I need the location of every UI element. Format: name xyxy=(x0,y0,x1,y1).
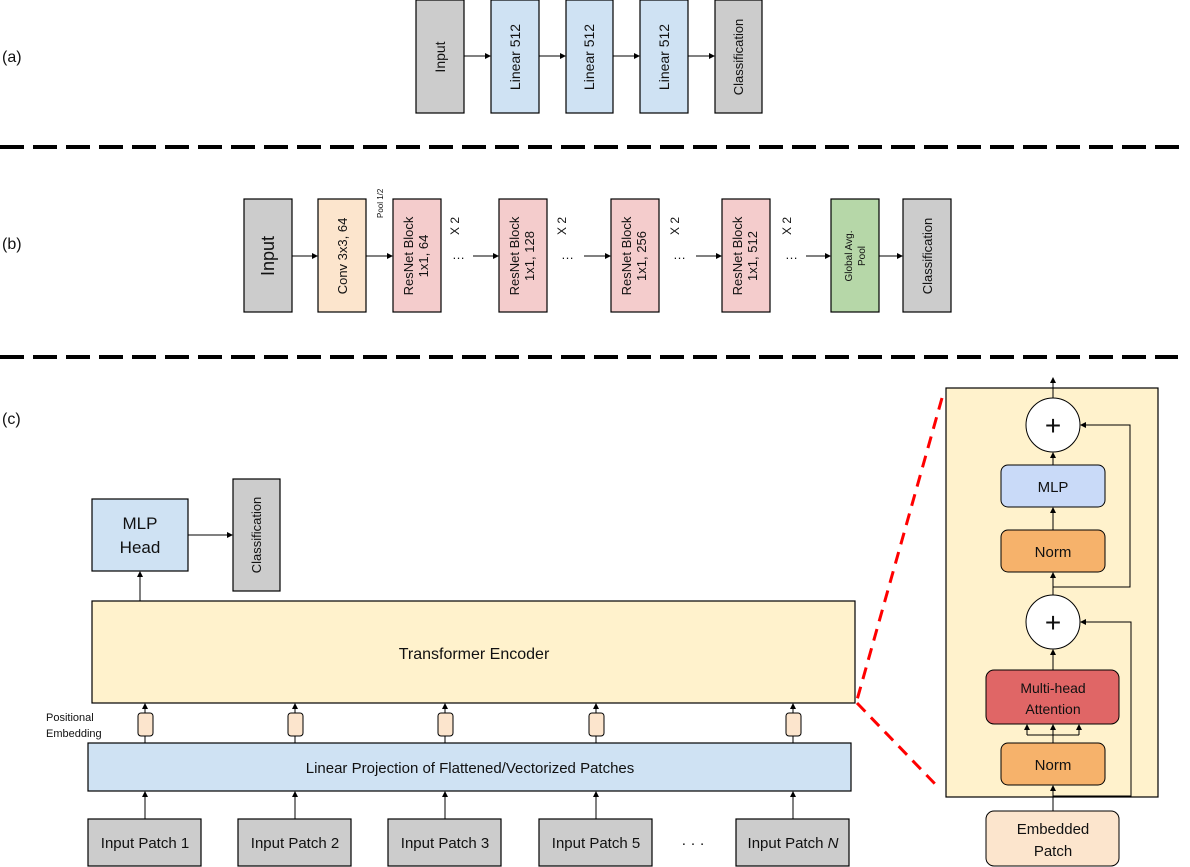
input-patch-box xyxy=(538,818,653,867)
panel-a-linear-2-text: Linear 512 xyxy=(581,24,597,90)
resnet-1-line2: 1x1, 64 xyxy=(416,235,431,278)
gap-line1: Global Avg. xyxy=(844,231,855,282)
embedded-line1: Embedded xyxy=(1017,821,1090,838)
panel-a-linear-1-text: Linear 512 xyxy=(507,24,523,90)
embedded-line2: Patch xyxy=(1034,843,1072,860)
norm-text: Norm xyxy=(1035,757,1072,774)
panel-b-input-text: Input xyxy=(258,236,278,276)
repeat-label: X 2 xyxy=(555,217,569,235)
repeat-label: X 2 xyxy=(668,217,682,235)
panel-a-linear-3-text: Linear 512 xyxy=(656,24,672,90)
transformer-encoder-text: Transformer Encoder xyxy=(399,646,550,663)
mlp-head-block: MLP Head xyxy=(91,498,189,572)
panel-c-classification-text: Classification xyxy=(249,497,264,574)
pool-note: Pool 1/2 xyxy=(376,188,385,218)
panel-a-classification-text: Classification xyxy=(731,19,746,96)
mlp-text: MLP xyxy=(1038,479,1069,496)
panel-a-block-linear-3: Linear 512 xyxy=(639,0,689,114)
linear-projection-text: Linear Projection of Flattened/Vectorize… xyxy=(306,760,635,777)
resnet-4-line2: 1x1, 512 xyxy=(745,231,760,281)
ellipsis: … xyxy=(561,247,574,262)
mha-line2: Attention xyxy=(1025,701,1080,717)
plus-icon: + xyxy=(1045,607,1061,638)
panel-b-resnet-block-3: ResNet Block 1x1, 256 xyxy=(610,198,660,313)
input-patch-label: Input Patch 5 xyxy=(552,835,640,852)
positional-line1: Positional xyxy=(46,712,94,724)
positional-embedding-token xyxy=(437,712,454,737)
panel-a-block-linear-1: Linear 512 xyxy=(490,0,540,114)
input-patch-box xyxy=(387,818,502,867)
patch-column: Input Patch 5 xyxy=(538,703,653,867)
resnet-3-line1: ResNet Block xyxy=(619,216,634,295)
panel-b-conv-text: Conv 3x3, 64 xyxy=(335,218,350,295)
panel-a-block-classification: Classification xyxy=(714,0,763,114)
positional-embedding-token xyxy=(785,712,802,737)
panel-b-resnet-block-2: ResNet Block 1x1, 128 xyxy=(498,198,548,313)
patch-ellipsis: · · · xyxy=(681,835,704,852)
panel-a-block-input: Input xyxy=(415,0,465,114)
patch-column: Input Patch N xyxy=(735,703,850,867)
ellipsis: … xyxy=(673,247,686,262)
repeat-label: X 2 xyxy=(780,217,794,235)
input-patch-label: Input Patch 3 xyxy=(401,835,489,852)
panel-a-block-linear-2: Linear 512 xyxy=(565,0,614,114)
input-patch-label: Input Patch 2 xyxy=(251,835,339,852)
positional-line2: Embedding xyxy=(46,728,102,740)
positional-embedding-token xyxy=(588,712,605,737)
resnet-2-line1: ResNet Block xyxy=(507,216,522,295)
ellipsis: … xyxy=(785,247,798,262)
qkv-arrows xyxy=(1024,724,1082,743)
input-patch-box xyxy=(735,818,850,867)
embedded-patch-block: Embedded Patch xyxy=(985,810,1120,867)
positional-embedding-token xyxy=(287,712,304,737)
resnet-4-line1: ResNet Block xyxy=(730,216,745,295)
patch-columns: Input Patch 1 Input Patch 2 Input Patch 3 I… xyxy=(87,703,850,867)
encoder-detail-panel: + MLP Norm + Multi-head Attention Norm xyxy=(945,377,1159,798)
transformer-encoder-block: Transformer Encoder xyxy=(91,600,856,704)
panel-a-label: (a) xyxy=(2,49,22,66)
repeat-label: X 2 xyxy=(448,217,462,235)
linear-projection-block: Linear Projection of Flattened/Vectorize… xyxy=(87,742,852,792)
mlp-head-line1: MLP xyxy=(123,514,158,533)
gap-line2: Pool xyxy=(857,246,868,266)
panel-c-label: (c) xyxy=(2,411,21,428)
patch-column: Input Patch 1 xyxy=(87,703,202,867)
patch-column: Input Patch 3 xyxy=(387,703,502,867)
plus-icon: + xyxy=(1045,410,1061,441)
panel-b-label: (b) xyxy=(2,236,22,253)
mlp-head-line2: Head xyxy=(120,538,161,557)
resnet-2-line2: 1x1, 128 xyxy=(522,231,537,281)
zoom-indicator-line xyxy=(855,397,944,701)
input-patch-box xyxy=(87,818,202,867)
ellipsis: … xyxy=(452,247,465,262)
panel-b-classification-text: Classification xyxy=(920,218,935,295)
zoom-indicator-line xyxy=(855,701,940,789)
panel-b-global-avg-pool: Global Avg. Pool xyxy=(830,198,880,313)
input-patch-label: Input Patch N xyxy=(748,835,839,852)
panel-b-classification: Classification xyxy=(902,198,952,313)
residual-connection xyxy=(1053,422,1131,588)
panel-b-block-conv: Conv 3x3, 64 xyxy=(317,198,367,313)
residual-connection xyxy=(1053,619,1132,797)
patch-column: Input Patch 2 xyxy=(237,703,352,867)
input-patch-label: Input Patch 1 xyxy=(101,835,189,852)
panel-b-resnet-block-4: ResNet Block 1x1, 512 xyxy=(721,198,771,313)
panel-b-resnet-block-1: ResNet Block 1x1, 64 xyxy=(392,198,442,313)
mha-line1: Multi-head xyxy=(1020,680,1085,696)
panel-a-input-text: Input xyxy=(432,41,448,72)
input-patch-box xyxy=(237,818,352,867)
panel-b-block-input: Input xyxy=(243,198,293,313)
positional-embedding-token xyxy=(137,712,154,737)
norm-text: Norm xyxy=(1035,544,1072,561)
panel-c-classification: Classification xyxy=(232,478,281,592)
resnet-3-line2: 1x1, 256 xyxy=(634,231,649,281)
resnet-1-line1: ResNet Block xyxy=(401,216,416,295)
